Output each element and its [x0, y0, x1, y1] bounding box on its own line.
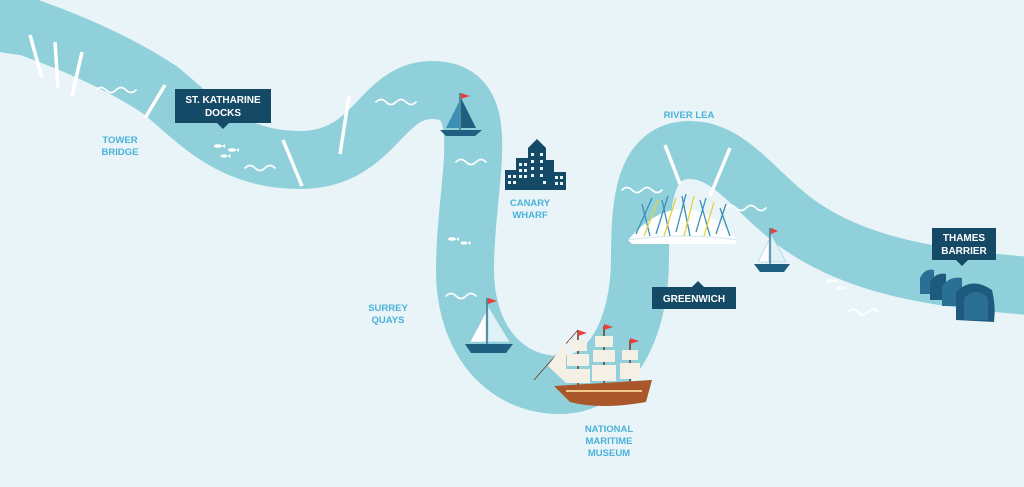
svg-text:WHARF: WHARF [512, 210, 548, 221]
svg-text:BRIDGE: BRIDGE [102, 147, 139, 158]
svg-text:SURREY: SURREY [368, 303, 408, 314]
svg-text:CANARY: CANARY [510, 198, 551, 209]
dome-arena-icon [627, 193, 739, 244]
tag-thames-barrier: THAMES BARRIER [932, 228, 996, 266]
svg-text:THAMES: THAMES [943, 233, 986, 244]
flood-barrier-icon [920, 269, 995, 322]
sailboat-icon [754, 228, 790, 272]
wave-icon [95, 86, 879, 316]
svg-text:GREENWICH: GREENWICH [663, 294, 725, 305]
svg-text:DOCKS: DOCKS [205, 108, 241, 119]
svg-text:MARITIME: MARITIME [586, 436, 633, 447]
tag-greenwich: GREENWICH [652, 281, 736, 309]
label-canary-wharf: CANARY WHARF [510, 198, 551, 221]
skyscraper-icon [505, 139, 566, 190]
svg-text:ST. KATHARINE: ST. KATHARINE [185, 95, 261, 106]
svg-text:NATIONAL: NATIONAL [585, 424, 634, 435]
label-tower-bridge: TOWER BRIDGE [102, 135, 139, 158]
fish-icon [214, 144, 847, 290]
label-river-lea: RIVER LEA [664, 110, 715, 121]
svg-text:TOWER: TOWER [102, 135, 137, 146]
tag-st-katharine-docks: ST. KATHARINE DOCKS [175, 89, 271, 129]
label-national-maritime-museum: NATIONAL MARITIME MUSEUM [585, 424, 634, 459]
svg-text:MUSEUM: MUSEUM [588, 448, 630, 459]
label-surrey-quays: SURREY QUAYS [368, 303, 408, 326]
svg-text:BARRIER: BARRIER [941, 246, 987, 257]
sailboat-icon [440, 93, 482, 136]
sailboat-icon [465, 298, 513, 353]
svg-text:QUAYS: QUAYS [372, 315, 405, 326]
svg-text:RIVER LEA: RIVER LEA [664, 110, 715, 121]
tall-ship-icon [533, 324, 652, 406]
